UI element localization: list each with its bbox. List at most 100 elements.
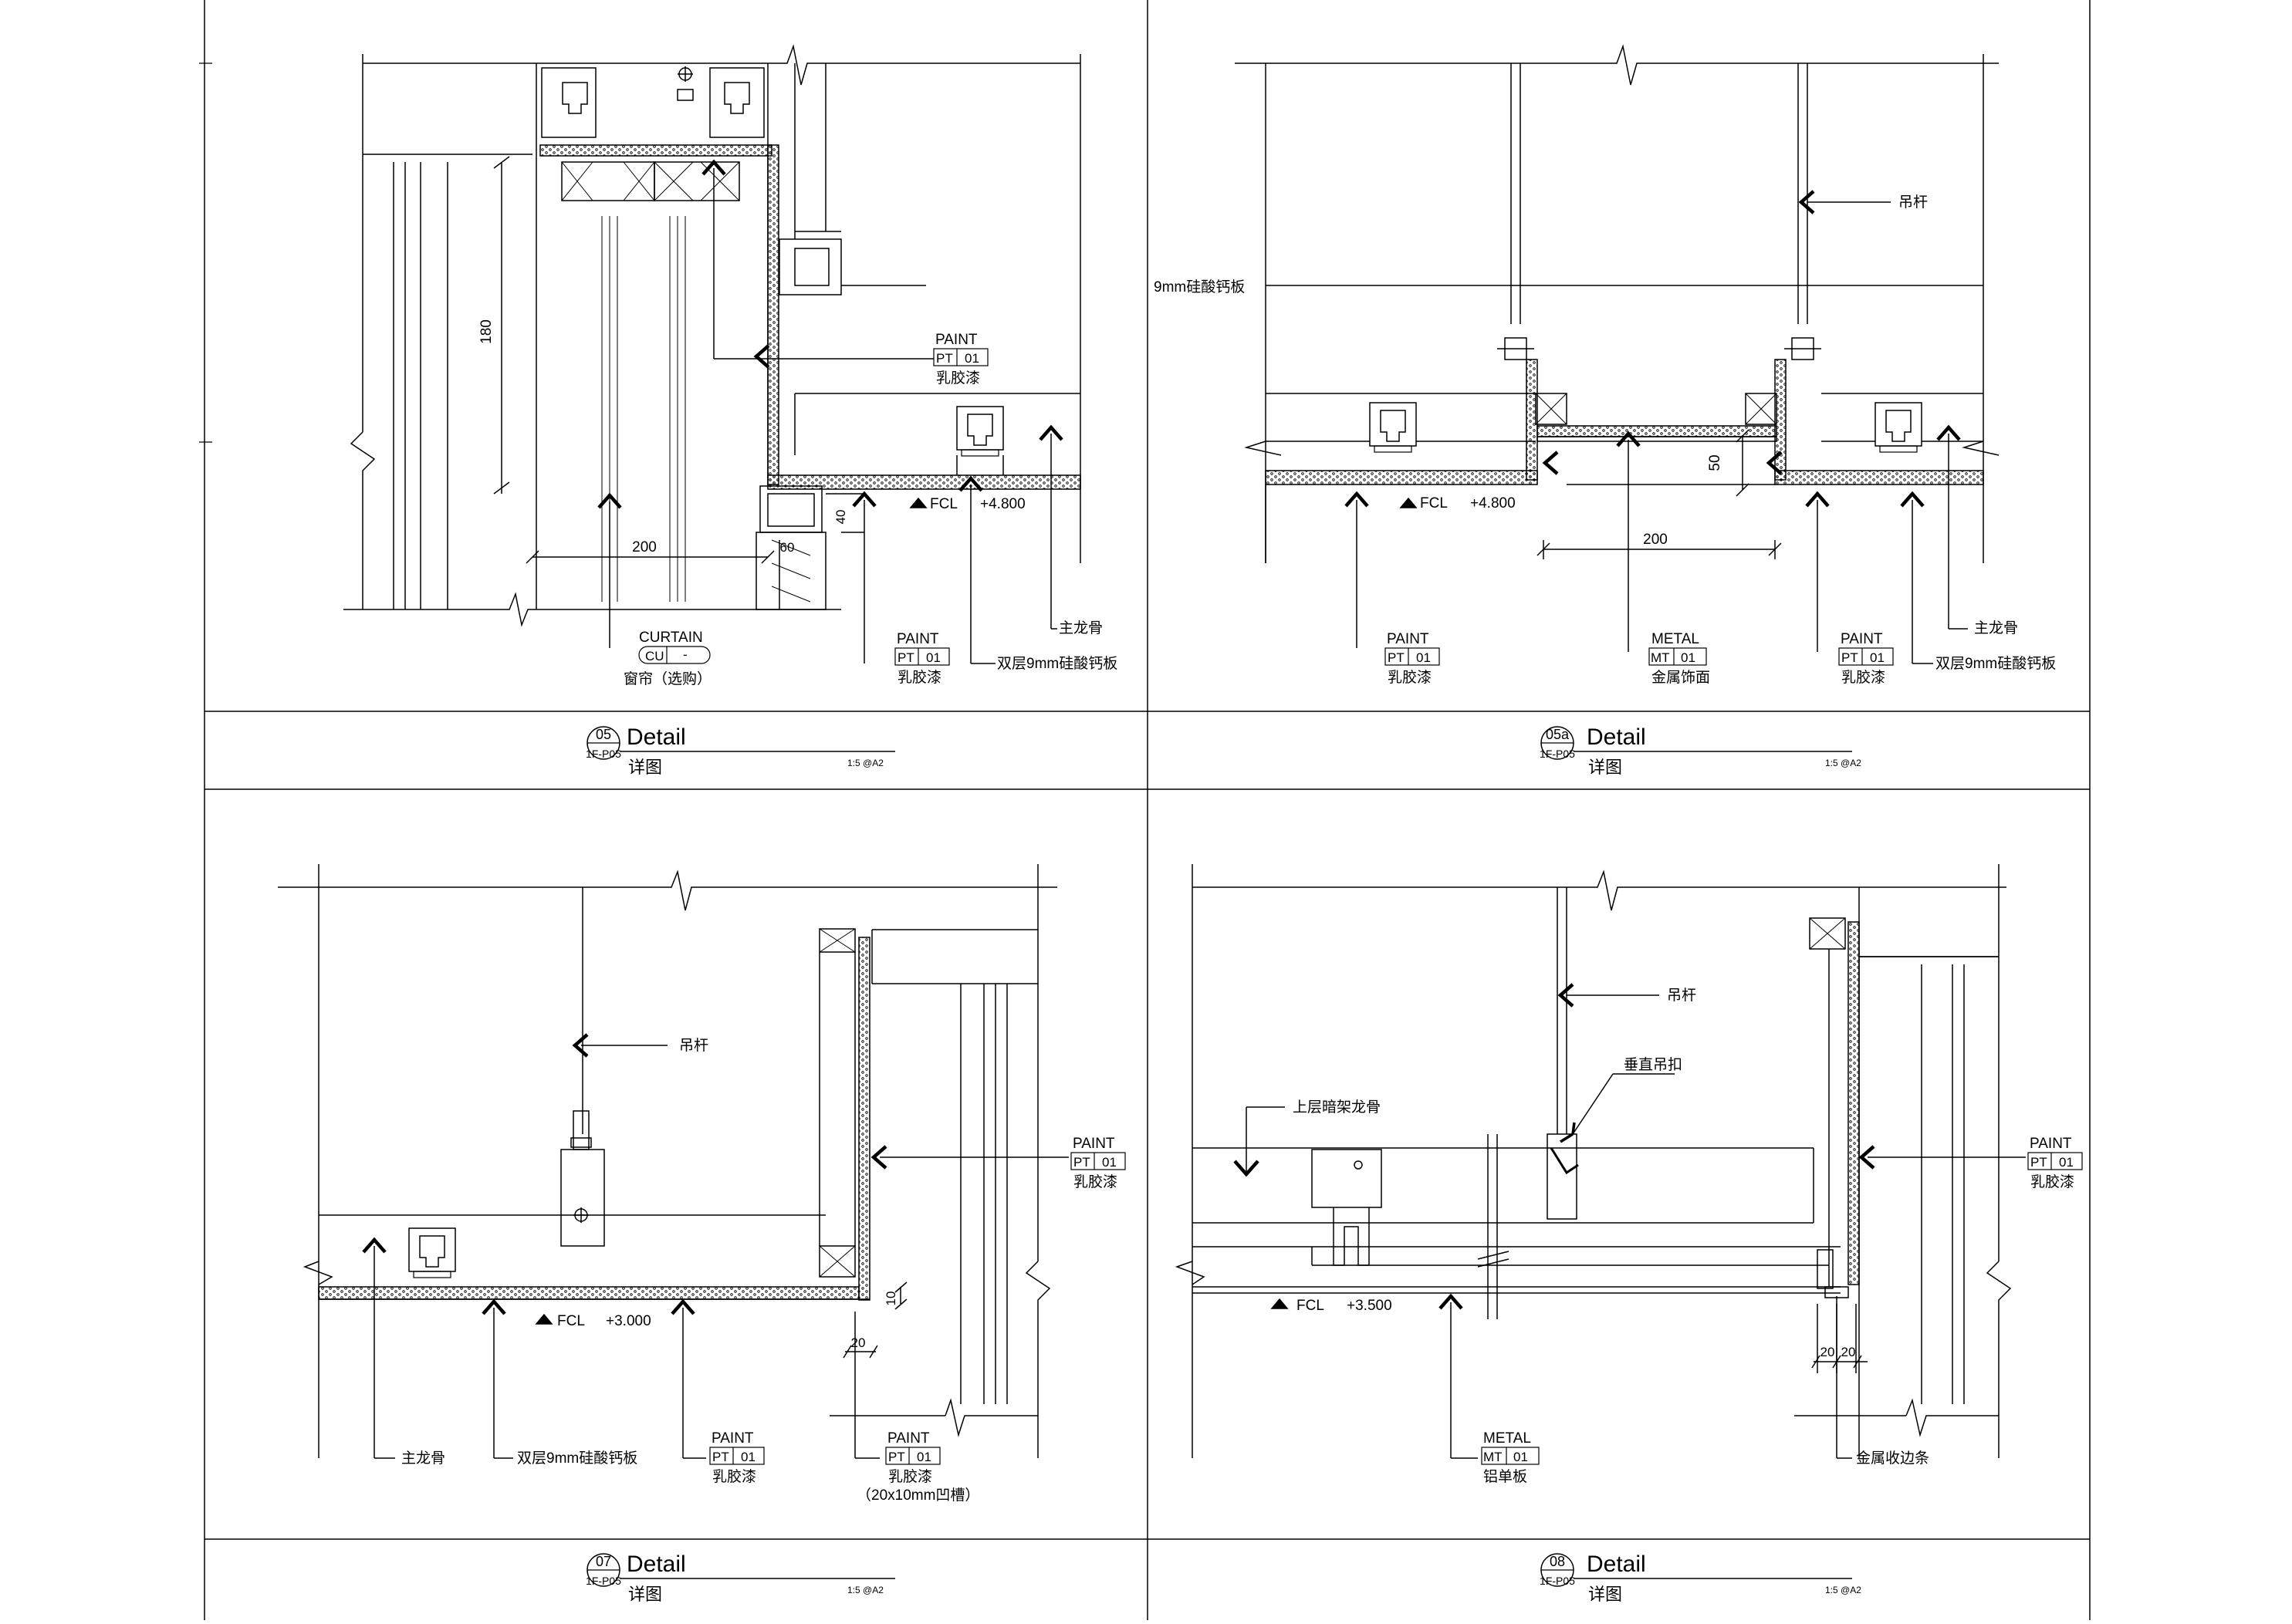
detail-05 bbox=[343, 44, 1081, 664]
level-label: +3.500 bbox=[1347, 1298, 1392, 1314]
paint-num: 01 bbox=[1870, 650, 1885, 665]
paint-code: PT bbox=[1073, 1155, 1090, 1170]
board-label: 双层9mm硅酸钙板 bbox=[997, 655, 1117, 672]
paint-num: 01 bbox=[1102, 1155, 1117, 1170]
paint-desc: 乳胶漆 bbox=[888, 1468, 932, 1485]
detail-number: 07 bbox=[596, 1554, 611, 1569]
paint-num: 01 bbox=[926, 650, 941, 665]
detail-scale: 1:5 @A2 bbox=[847, 1585, 884, 1595]
detail-subtitle: 详图 bbox=[628, 758, 662, 777]
fcl-label: FCL bbox=[1296, 1298, 1324, 1314]
detail-subtitle: 详图 bbox=[628, 1585, 662, 1604]
curtain-code: CU bbox=[645, 649, 664, 663]
curtain-name: CURTAIN bbox=[639, 630, 703, 646]
level-label: +3.000 bbox=[606, 1313, 651, 1329]
paint-code: PT bbox=[1841, 650, 1858, 665]
paint-code: PT bbox=[898, 650, 914, 665]
sheet-ref: 1F-P05 bbox=[1540, 748, 1575, 760]
detail-subtitle: 详图 bbox=[1588, 758, 1622, 777]
detail-07 bbox=[278, 864, 1069, 1459]
metal-name: METAL bbox=[1651, 631, 1699, 647]
dim-20b: 20 bbox=[1841, 1345, 1856, 1359]
paint-code: PT bbox=[712, 1450, 729, 1464]
paint-name: PAINT bbox=[887, 1430, 930, 1447]
dim-40: 40 bbox=[833, 510, 848, 525]
detail-number: 08 bbox=[1550, 1554, 1565, 1569]
detail-scale: 1:5 @A2 bbox=[1825, 758, 1861, 768]
metal-desc: 金属饰面 bbox=[1651, 669, 1710, 686]
metal-code: MT bbox=[1651, 650, 1670, 665]
paint-desc: 乳胶漆 bbox=[898, 669, 941, 686]
paint-name: PAINT bbox=[1073, 1136, 1115, 1152]
paint-desc: 乳胶漆 bbox=[712, 1468, 756, 1485]
board-label: 双层9mm硅酸钙板 bbox=[517, 1450, 637, 1467]
board-label: 双层9mm硅酸钙板 bbox=[1935, 655, 2056, 672]
dim-200: 200 bbox=[632, 539, 657, 555]
curtain-desc: 窗帘（选购） bbox=[624, 670, 712, 687]
dim-60: 60 bbox=[780, 540, 795, 555]
metal-code: MT bbox=[1483, 1450, 1503, 1464]
keel-label: 主龙骨 bbox=[1059, 620, 1103, 636]
detail-07-labels: 吊杆 FCL +3.000 20 10 PAINT PT 01 乳胶漆 主龙骨 … bbox=[401, 1037, 1126, 1604]
paint-num: 01 bbox=[741, 1450, 756, 1464]
dim-20a: 20 bbox=[1820, 1345, 1835, 1359]
detail-05-labels: 180 200 60 40 FCL +4.800 PAINT PT 01 乳胶漆… bbox=[478, 319, 1117, 777]
detail-title: Detail bbox=[627, 1551, 686, 1577]
curtain-num: - bbox=[683, 647, 688, 662]
paint-num: 01 bbox=[1416, 650, 1431, 665]
detail-05a bbox=[1235, 44, 2000, 664]
paint-name: PAINT bbox=[935, 332, 978, 348]
keel-label: 主龙骨 bbox=[1974, 620, 2018, 636]
paint-name: PAINT bbox=[1841, 631, 1883, 647]
fcl-label: FCL bbox=[557, 1313, 585, 1329]
paint-name: PAINT bbox=[897, 631, 939, 647]
paint-num: 01 bbox=[917, 1450, 931, 1464]
board-label: 9mm硅酸钙板 bbox=[1154, 279, 1245, 295]
sheet-frame bbox=[199, 0, 2091, 1620]
paint-name: PAINT bbox=[1387, 631, 1429, 647]
detail-number: 05a bbox=[1546, 727, 1570, 742]
paint-code: PT bbox=[1388, 650, 1405, 665]
sheet-ref: 1F-P05 bbox=[1540, 1575, 1575, 1587]
groove-note: （20x10mm凹槽） bbox=[857, 1487, 979, 1504]
upper-keel-label: 上层暗架龙骨 bbox=[1293, 1099, 1381, 1116]
dim-10: 10 bbox=[884, 1291, 898, 1306]
level-label: +4.800 bbox=[1470, 495, 1516, 512]
paint-desc: 乳胶漆 bbox=[1841, 669, 1885, 686]
detail-08-labels: 吊杆 垂直吊扣 上层暗架龙骨 FCL +3.500 20 20 PAINT PT… bbox=[1293, 987, 2083, 1604]
dim-200: 200 bbox=[1643, 532, 1668, 548]
paint-code: PT bbox=[936, 351, 953, 366]
level-label: +4.800 bbox=[980, 496, 1026, 512]
paint-code: PT bbox=[2030, 1155, 2047, 1170]
paint-num: 01 bbox=[2059, 1155, 2074, 1170]
paint-desc: 乳胶漆 bbox=[936, 370, 980, 387]
paint-desc: 乳胶漆 bbox=[1073, 1173, 1117, 1190]
detail-scale: 1:5 @A2 bbox=[1825, 1585, 1861, 1595]
detail-title: Detail bbox=[627, 724, 686, 750]
dim-180: 180 bbox=[478, 319, 495, 344]
paint-name: PAINT bbox=[2030, 1136, 2072, 1152]
detail-number: 05 bbox=[596, 727, 611, 742]
sheet-ref: 1F-P05 bbox=[586, 748, 621, 760]
detail-title: Detail bbox=[1587, 724, 1646, 750]
paint-num: 01 bbox=[965, 351, 979, 366]
detail-scale: 1:5 @A2 bbox=[847, 758, 884, 768]
dim-50: 50 bbox=[1707, 454, 1723, 471]
rod-label: 吊杆 bbox=[1898, 194, 1928, 211]
rod-label: 吊杆 bbox=[1667, 987, 1696, 1004]
rod-label: 吊杆 bbox=[679, 1037, 708, 1054]
metal-num: 01 bbox=[1513, 1450, 1528, 1464]
sheet-ref: 1F-P05 bbox=[586, 1575, 621, 1587]
paint-desc: 乳胶漆 bbox=[2030, 1173, 2074, 1190]
keel-label: 主龙骨 bbox=[401, 1450, 445, 1467]
fcl-label: FCL bbox=[930, 496, 958, 512]
metal-num: 01 bbox=[1681, 650, 1695, 665]
metal-desc: 铝单板 bbox=[1483, 1468, 1527, 1485]
detail-08 bbox=[1175, 864, 2026, 1459]
detail-title: Detail bbox=[1587, 1551, 1646, 1577]
detail-05a-labels: 9mm硅酸钙板 吊杆 200 50 FCL +4.800 PAINT PT 01… bbox=[1154, 194, 2056, 777]
paint-code: PT bbox=[888, 1450, 905, 1464]
hanger-label: 垂直吊扣 bbox=[1624, 1056, 1682, 1073]
